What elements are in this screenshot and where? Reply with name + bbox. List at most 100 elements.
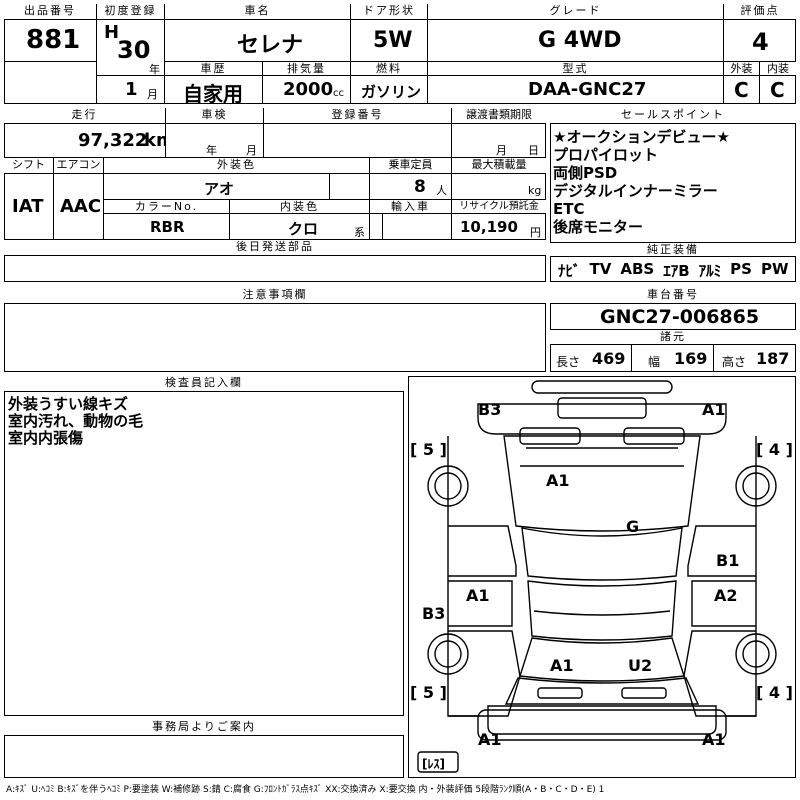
grade-cell: G 4WD bbox=[428, 20, 724, 62]
mark-tire-rl: [ 5 ] bbox=[410, 683, 447, 702]
capacity-cell: 8 人 bbox=[370, 174, 452, 200]
recycle-label: リサイクル預託金 bbox=[452, 200, 546, 214]
side-left-mid bbox=[448, 580, 513, 627]
tire-front-right bbox=[735, 465, 777, 507]
history: 自家用 bbox=[183, 82, 243, 104]
reg-month-unit: 月 bbox=[147, 88, 158, 101]
later-parts-label: 後日発送部品 bbox=[4, 240, 546, 256]
shift-cell: IAT bbox=[4, 174, 54, 240]
ac-cell: AAC bbox=[54, 174, 104, 240]
equipment-item: ﾅﾋﾞ bbox=[558, 262, 581, 280]
first-reg-label: 初度登録 bbox=[97, 4, 165, 20]
caution-label: 注意事項欄 bbox=[4, 288, 546, 304]
length-label: 長さ bbox=[556, 355, 581, 369]
car-name-label: 車名 bbox=[165, 4, 351, 20]
mark-b1-right: B1 bbox=[716, 551, 739, 570]
tire-front-right-inner bbox=[742, 472, 770, 500]
interior-color-unit: 系 bbox=[354, 226, 365, 239]
era: H bbox=[104, 22, 120, 43]
capacity-unit: 人 bbox=[436, 184, 447, 197]
tire-rear-right bbox=[735, 633, 777, 675]
hood-vent-right bbox=[623, 427, 685, 445]
color-label: 外装色 bbox=[104, 158, 370, 174]
ac-label: エアコン bbox=[54, 158, 104, 174]
reg-month: 1 bbox=[125, 79, 138, 100]
score: 4 bbox=[752, 28, 769, 56]
width-value: 169 bbox=[674, 349, 708, 368]
inspection-label: 車検 bbox=[166, 108, 264, 124]
office-label: 事務局よりご案内 bbox=[4, 720, 404, 736]
import-label: 輸入車 bbox=[370, 200, 452, 214]
inspection-month-unit: 月 bbox=[246, 144, 257, 157]
mileage-label: 走行 bbox=[4, 108, 166, 124]
door-cell: 5W bbox=[351, 20, 428, 62]
chassis-label: 車台番号 bbox=[550, 288, 796, 304]
car-name: セレナ bbox=[237, 33, 304, 58]
height-label: 高さ bbox=[722, 355, 747, 369]
mark-a1-top-right: A1 bbox=[702, 400, 726, 419]
recycle-cell: 10,190 円 bbox=[452, 214, 546, 240]
model-cell: DAA-GNC27 bbox=[428, 76, 724, 104]
tire-rear-left-inner bbox=[434, 640, 462, 668]
mark-b3-top: B3 bbox=[478, 400, 501, 419]
displacement-cell: 2000 cc bbox=[263, 76, 351, 104]
load-unit: kg bbox=[528, 184, 542, 197]
int-grade: C bbox=[770, 78, 785, 102]
mark-a1-rear: A1 bbox=[550, 656, 574, 675]
ext-grade: C bbox=[734, 78, 749, 102]
reg-no-label: 登録番号 bbox=[264, 108, 452, 124]
height-value: 187 bbox=[756, 349, 790, 368]
displacement-unit: cc bbox=[333, 88, 344, 99]
displacement: 2000 bbox=[283, 79, 334, 100]
mark-b3-left: B3 bbox=[422, 604, 445, 623]
capacity-label: 乗車定員 bbox=[370, 158, 452, 174]
tire-front-left-inner bbox=[434, 472, 462, 500]
inspector-label: 検査員記入欄 bbox=[4, 376, 404, 392]
door-type: 5W bbox=[373, 28, 413, 53]
equipment-item: ABS bbox=[620, 260, 655, 278]
side-left-upper bbox=[448, 525, 517, 577]
rear-panel-left bbox=[537, 687, 583, 699]
roof-top-bar bbox=[531, 380, 673, 394]
mark-u2-rear: U2 bbox=[628, 656, 652, 675]
front-bumper bbox=[477, 403, 727, 435]
transfer-cell: 月 日 bbox=[452, 124, 546, 158]
dimensions-width-cell: 幅 169 bbox=[632, 345, 714, 372]
color-cell: アオ bbox=[104, 174, 330, 200]
score-label: 評価点 bbox=[724, 4, 796, 20]
inspection-year-unit: 年 bbox=[206, 144, 217, 157]
mileage-cell: 97,322 km bbox=[4, 124, 166, 158]
side-right-low bbox=[683, 630, 756, 717]
sales-points-list: ★オークションデビュー★ プロパイロット 両側PSD デジタルインナーミラー E… bbox=[553, 128, 793, 236]
dimensions-length-cell: 長さ 469 bbox=[550, 345, 632, 372]
mark-tire-fl: [ 5 ] bbox=[410, 440, 447, 459]
shift-label: シフト bbox=[4, 158, 54, 174]
lot-no-label: 出品番号 bbox=[4, 4, 97, 20]
tire-rear-right-inner bbox=[742, 640, 770, 668]
length-value: 469 bbox=[592, 349, 626, 368]
lot-no-cell: 881 bbox=[4, 20, 97, 62]
sales-point-item: 両側PSD bbox=[553, 164, 618, 182]
later-parts-cell bbox=[4, 256, 546, 282]
transfer-label: 譲渡書類期限 bbox=[452, 108, 546, 124]
sales-points-label: セールスポイント bbox=[550, 108, 796, 124]
width-label: 幅 bbox=[648, 355, 661, 369]
history-cell: 自家用 bbox=[165, 76, 263, 104]
spare-tire-box bbox=[417, 751, 459, 773]
chassis-number: GNC27-006865 bbox=[600, 306, 760, 328]
reg-year: 30 bbox=[117, 36, 151, 64]
dimensions-label: 諸元 bbox=[550, 330, 796, 345]
int-cell: C bbox=[760, 76, 796, 104]
inspection-cell: 年 月 bbox=[166, 124, 264, 158]
door-label: ドア形状 bbox=[351, 4, 428, 20]
shift: IAT bbox=[12, 196, 44, 217]
equipment-item: PS bbox=[730, 260, 752, 278]
car-diagram-box bbox=[408, 376, 796, 778]
first-reg-cell: H 30 年 bbox=[97, 20, 165, 76]
car-diagram: B3 A1 [ 5 ] [ 4 ] A1 G B1 A1 A2 B3 A1 U2… bbox=[410, 380, 793, 773]
transfer-day-unit: 日 bbox=[528, 144, 539, 157]
exterior-color: アオ bbox=[204, 180, 235, 198]
first-reg-month-cell: 1 月 bbox=[97, 76, 165, 104]
equipment-item: TV bbox=[589, 260, 612, 278]
equipment-item: ｴｱB bbox=[663, 262, 690, 280]
